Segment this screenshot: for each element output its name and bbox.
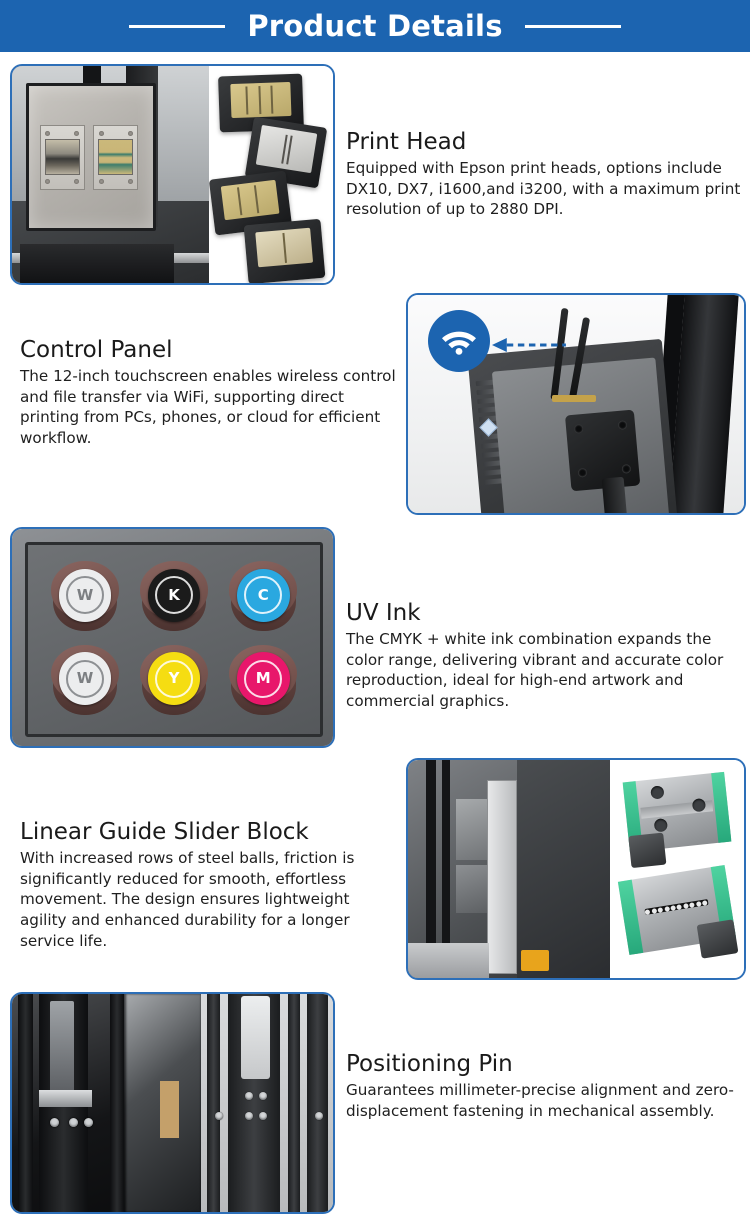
print-head-copy: Print Head Equipped with Epson print hea… (335, 64, 750, 220)
ink-cap-cyan: C (221, 558, 306, 637)
print-head-image (10, 64, 335, 285)
feature-section-print-head: Print Head Equipped with Epson print hea… (0, 52, 750, 285)
positioning-pin-title: Positioning Pin (346, 1051, 513, 1077)
wifi-icon (428, 310, 491, 373)
printhead-slot-right (93, 124, 139, 190)
page-header: Product Details (0, 0, 750, 52)
control-panel-description: The 12-inch touchscreen enables wireless… (20, 366, 396, 448)
ink-cap-yellow: Y (132, 642, 217, 721)
slider-block-photo (609, 760, 744, 978)
uv-ink-image: W K C W (10, 527, 335, 748)
yellow-tab (520, 949, 550, 972)
uv-ink-description: The CMYK + white ink combination expands… (346, 629, 724, 711)
header-rule-right (524, 24, 621, 28)
print-head-description: Equipped with Epson print heads, options… (346, 158, 741, 219)
uv-ink-copy: UV Ink The CMYK + white ink combination … (335, 527, 750, 712)
ink-cap-magenta: M (221, 642, 306, 721)
linear-guide-title: Linear Guide Slider Block (20, 819, 309, 845)
print-head-carriage-photo (12, 66, 210, 283)
control-panel-copy: Control Panel The 12-inch touchscreen en… (10, 293, 406, 449)
positioning-pin-closeup-photo (201, 994, 333, 1212)
ink-cap-label: W (58, 569, 112, 622)
control-panel-title: Control Panel (20, 337, 173, 363)
ink-cap-white-2: W (42, 642, 127, 721)
feature-section-control-panel: Control Panel The 12-inch touchscreen en… (0, 285, 750, 515)
linear-guide-copy: Linear Guide Slider Block With increased… (10, 758, 406, 952)
machine-column-photo (12, 994, 202, 1212)
page-title: Product Details (247, 9, 503, 43)
ink-cap-grid: W K C W (42, 558, 305, 721)
feature-section-uv-ink: W K C W (0, 515, 750, 748)
ink-cap-black: K (132, 558, 217, 637)
header-rule-left (129, 24, 226, 28)
ink-cap-label: M (236, 652, 290, 706)
print-head-title: Print Head (346, 129, 467, 155)
positioning-pin-image (10, 992, 335, 1214)
ink-cap-label: Y (147, 652, 201, 706)
slider-block-top (622, 772, 732, 869)
feature-section-linear-guide: Linear Guide Slider Block With increased… (0, 748, 750, 980)
ink-cap-label: C (236, 569, 290, 622)
printhead-units-photo (209, 66, 333, 283)
linear-guide-image (406, 758, 746, 980)
positioning-pin-description: Guarantees millimeter-precise alignment … (346, 1080, 734, 1120)
ink-tank-tray: W K C W (24, 542, 324, 738)
positioning-pin-copy: Positioning Pin Guarantees millimeter-pr… (335, 992, 750, 1121)
machine-rail-photo (408, 760, 610, 978)
ink-cap-label: W (58, 652, 112, 706)
linear-guide-description: With increased rows of steel balls, fric… (20, 848, 355, 951)
feature-section-positioning-pin: Positioning Pin Guarantees millimeter-pr… (0, 980, 750, 1214)
slider-block-bottom (617, 865, 738, 959)
uv-ink-title: UV Ink (346, 600, 421, 626)
ink-cap-white-1: W (42, 558, 127, 637)
printhead-slot-left (39, 124, 85, 190)
dashed-left-arrow-icon (492, 336, 566, 354)
ink-cap-label: K (147, 569, 201, 622)
control-panel-image (406, 293, 746, 515)
